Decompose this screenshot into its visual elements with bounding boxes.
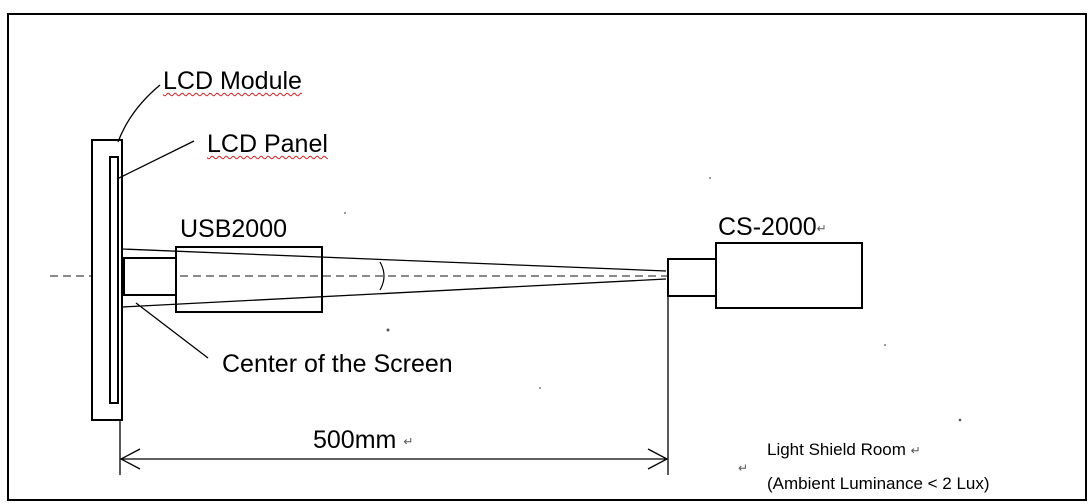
- room-line2-text: (Ambient Luminance < 2 Lux): [767, 474, 990, 493]
- center-of-screen-leader-line: [135, 302, 209, 359]
- lcd-panel-text: LCD Panel: [207, 130, 328, 158]
- cs2000-lens: [667, 258, 717, 297]
- stray-dot: [539, 387, 541, 389]
- lcd-module-label: LCD Module: [163, 69, 302, 94]
- center-of-screen-text: Center of the Screen: [222, 350, 453, 378]
- usb2000-text: USB2000: [180, 215, 288, 243]
- return-mark-distance: ↵: [403, 434, 414, 449]
- return-mark-cs2000: ↵: [816, 221, 827, 236]
- distance-text: 500mm: [313, 426, 397, 454]
- stray-dot: [386, 328, 390, 332]
- lcd-panel-leader-line: [116, 140, 195, 180]
- dimension-arrow-left: [119, 448, 141, 470]
- stray-dot: [344, 212, 346, 214]
- cs2000-body: [715, 242, 863, 309]
- paragraph-mark-room: ↵: [738, 462, 748, 474]
- return-mark-room-left: ↵: [738, 461, 749, 475]
- cone-line-lower: [121, 278, 667, 308]
- lcd-panel-label: LCD Panel: [207, 132, 328, 157]
- room-label-line1: Light Shield Room ↵: [767, 441, 921, 458]
- cone-line-upper: [121, 248, 667, 272]
- cs2000-text: CS-2000: [718, 213, 817, 241]
- distance-label: 500mm ↵: [313, 428, 413, 453]
- usb2000-body: [175, 246, 323, 313]
- usb2000-label: USB2000: [180, 217, 287, 242]
- center-of-screen-label: Center of the Screen: [222, 352, 453, 377]
- stray-dot: [958, 418, 962, 422]
- lcd-module-leader-line: [117, 84, 161, 143]
- room-label-line2: (Ambient Luminance < 2 Lux): [767, 475, 990, 492]
- return-mark-room-line1: ↵: [910, 443, 921, 458]
- room-line1-text: Light Shield Room: [767, 440, 906, 459]
- stray-dot: [709, 177, 711, 179]
- usb2000-probe-tip: [123, 257, 177, 296]
- cs2000-label: CS-2000↵: [718, 215, 827, 240]
- lcd-panel-shape: [109, 156, 119, 404]
- room-border: [7, 13, 1087, 501]
- cone-angle-arc: [379, 261, 385, 291]
- stray-dot: [884, 344, 886, 346]
- dimension-arrow-right: [647, 448, 669, 470]
- lcd-module-text: LCD Module: [163, 67, 302, 95]
